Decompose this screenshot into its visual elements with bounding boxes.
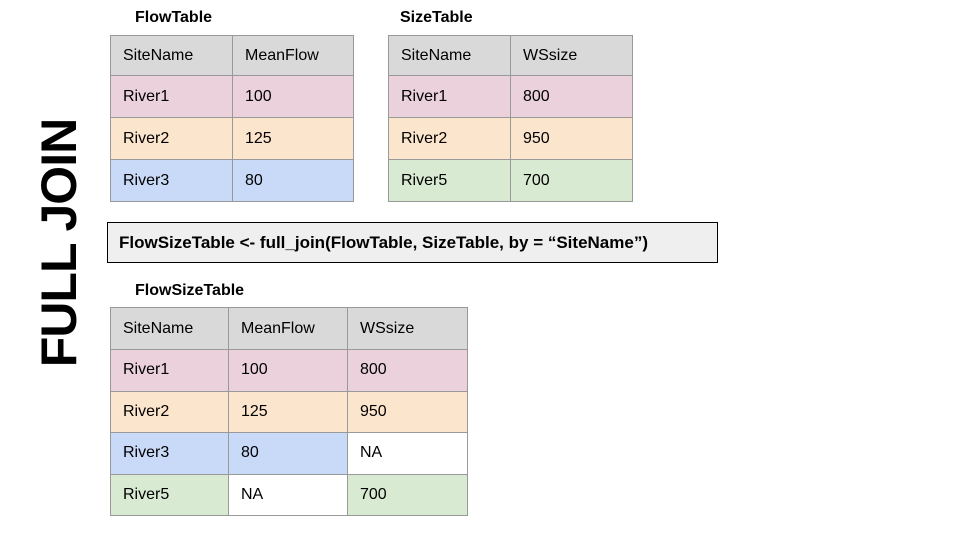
table-row-river3: River3 80 NA — [110, 432, 468, 475]
table-row-river2: River2 125 — [110, 117, 354, 160]
column-header-sitename: SiteName — [110, 35, 233, 76]
table-row-river3: River3 80 — [110, 159, 354, 202]
table-cell-na: NA — [228, 473, 348, 516]
size-table-header-row: SiteName WSsize — [388, 35, 633, 76]
column-header-wssize: WSsize — [347, 307, 468, 350]
table-cell: River1 — [110, 349, 229, 392]
table-cell: River2 — [388, 117, 511, 160]
flow-table-title: FlowTable — [135, 9, 213, 26]
column-header-meanflow: MeanFlow — [228, 307, 348, 350]
code-box: FlowSizeTable <- full_join(FlowTable, Si… — [107, 222, 718, 263]
table-row-river5: River5 NA 700 — [110, 473, 468, 516]
full-join-label: FULL JOIN — [31, 118, 87, 368]
table-cell: 125 — [228, 390, 348, 433]
size-table-title: SizeTable — [400, 9, 473, 26]
table-row-river2: River2 125 950 — [110, 390, 468, 433]
table-cell: River1 — [110, 75, 233, 118]
flow-table: SiteName MeanFlow River1 100 River2 125 … — [110, 35, 354, 202]
table-row-river2: River2 950 — [388, 117, 633, 160]
table-cell: River5 — [110, 473, 229, 516]
column-header-meanflow: MeanFlow — [232, 35, 354, 76]
column-header-sitename: SiteName — [388, 35, 511, 76]
result-table-header-row: SiteName MeanFlow WSsize — [110, 307, 468, 350]
table-cell: 100 — [232, 75, 354, 118]
table-cell: 800 — [510, 75, 633, 118]
table-row-river1: River1 800 — [388, 75, 633, 118]
table-cell: 700 — [347, 473, 468, 516]
table-row-river5: River5 700 — [388, 159, 633, 202]
table-cell: 80 — [228, 432, 348, 475]
table-cell: River2 — [110, 117, 233, 160]
table-row-river1: River1 100 800 — [110, 349, 468, 392]
table-cell: River1 — [388, 75, 511, 118]
table-row-river1: River1 100 — [110, 75, 354, 118]
size-table: SiteName WSsize River1 800 River2 950 Ri… — [388, 35, 633, 202]
table-cell: River3 — [110, 159, 233, 202]
result-table-title: FlowSizeTable — [135, 282, 245, 299]
column-header-sitename: SiteName — [110, 307, 229, 350]
result-table: SiteName MeanFlow WSsize River1 100 800 … — [110, 307, 468, 516]
table-cell: 800 — [347, 349, 468, 392]
column-header-wssize: WSsize — [510, 35, 633, 76]
flow-table-header-row: SiteName MeanFlow — [110, 35, 354, 76]
table-cell: 125 — [232, 117, 354, 160]
table-cell: River5 — [388, 159, 511, 202]
table-cell: 80 — [232, 159, 354, 202]
table-cell: 950 — [510, 117, 633, 160]
table-cell: River2 — [110, 390, 229, 433]
table-cell: 950 — [347, 390, 468, 433]
table-cell-na: NA — [347, 432, 468, 475]
code-text: FlowSizeTable <- full_join(FlowTable, Si… — [119, 232, 648, 252]
table-cell: 700 — [510, 159, 633, 202]
table-cell: 100 — [228, 349, 348, 392]
table-cell: River3 — [110, 432, 229, 475]
